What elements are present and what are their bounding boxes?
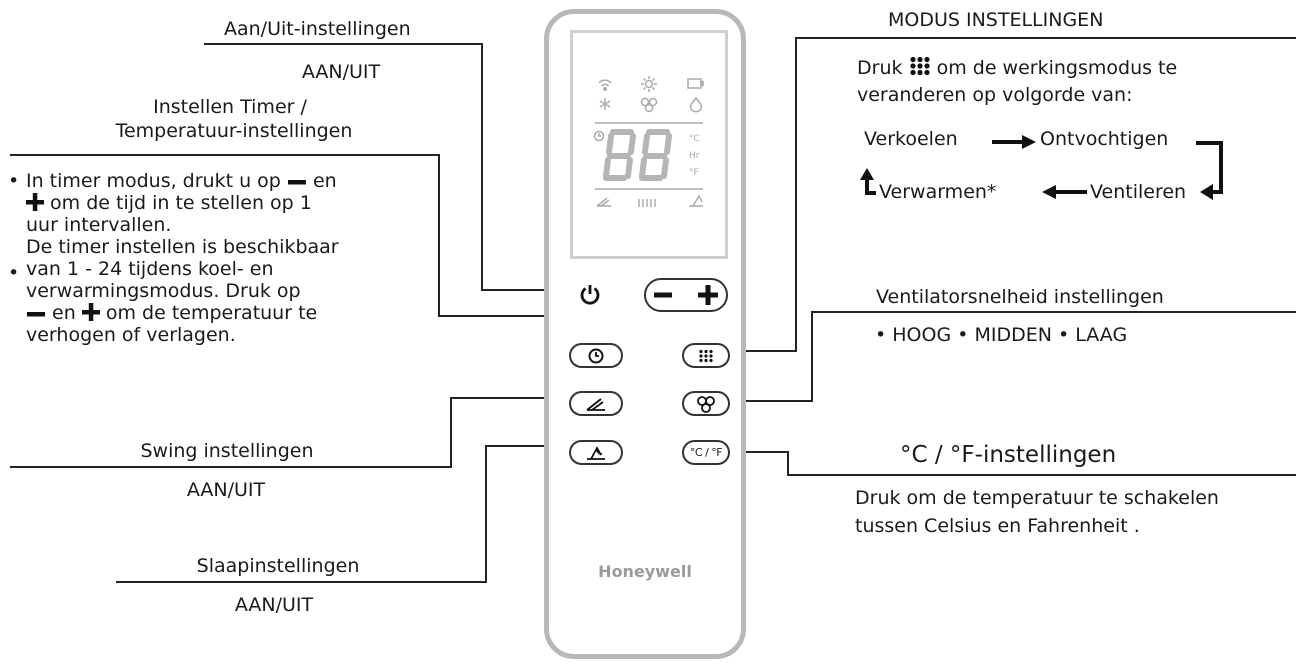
timer-b2-line3: verwarmingsmodus. Druk op [26,280,301,302]
swing-subtitle: AAN/UIT [186,479,266,501]
power-subtitle: AAN/UIT [301,61,381,83]
mode-leader [715,37,1296,352]
mode-grid-icon [909,56,930,76]
temp-unit-desc-line2: tussen Celsius en Fahrenheit . [855,515,1140,537]
clock-icon [588,348,604,363]
sleep-icon [689,194,703,207]
timer-description: In timer modus, drukt u op en om de tijd… [26,170,339,346]
timer-title-line1: Instellen Timer / [153,96,307,118]
wifi-icon [598,79,612,91]
timer-b2-line4-a: en [52,302,76,324]
mode-button[interactable] [682,343,730,368]
minus-icon [27,312,45,317]
svg-text:Hr: Hr [689,151,700,161]
swing-icon [586,397,605,411]
swing-leader [10,397,572,468]
arrow-up-icon [860,168,876,195]
sleep-button[interactable] [569,440,623,465]
mode-fan: Ventileren [1090,181,1187,203]
temp-unit-desc-line1: Druk om de temperatuur te schakelen [855,487,1219,509]
snowflake-icon [599,98,611,110]
power-leader [204,43,582,291]
timer-b1-line3: uur intervallen. [26,214,172,236]
remote-control: °C Hr °F [544,9,746,659]
clock-icon [593,130,605,142]
lcd-display: °C Hr °F [593,76,704,207]
celsius-fahrenheit-label: °C / °F [689,446,723,459]
lcd-screen: °C Hr °F [570,30,728,259]
timer-b2-line2: van 1 - 24 tijdens koel- en [26,258,274,280]
plus-icon [26,193,44,211]
swing-title: Swing instellingen [140,440,314,462]
swing-button[interactable] [569,391,623,416]
bullet-1: • [8,170,20,192]
power-title: Aan/Uit-instellingen [224,18,411,40]
fan-speed-high: HOOG [892,324,952,346]
svg-text:°C: °C [689,134,700,144]
mode-dry: Ontvochtigen [1040,128,1169,150]
arrow-left-icon [1042,185,1087,199]
mode-heat: Verwarmen* [879,181,997,203]
celsius-fahrenheit-button[interactable]: °C / °F [682,440,730,465]
sun-icon [641,76,657,92]
mode-desc-line1: Druk om de werkingsmodus te [857,56,1177,79]
mode-grid-icon [699,349,713,362]
signal-bars-icon [638,199,656,207]
timer-b2-line4-b: om de temperatuur te [105,302,318,324]
mode-desc-line2: veranderen op volgorde van: [857,84,1133,106]
bullet-2: • [8,262,20,284]
droplet-icon [689,96,703,113]
fan-icon [697,395,715,413]
sleep-subtitle: AAN/UIT [234,594,314,616]
plus-icon [698,285,718,305]
fan-speed-low: LAAG [1075,324,1128,346]
minus-plus-button[interactable] [644,278,728,312]
timer-b2-line5: verhogen of verlagen. [26,324,236,346]
digit-segments [603,129,672,181]
minus-icon [654,292,672,298]
timer-b1-line1-b: en [312,170,337,192]
fan-title: Ventilatorsnelheid instellingen [876,286,1164,308]
plus-icon [81,303,100,321]
power-button[interactable] [578,282,602,306]
fan-speed-button[interactable] [682,391,730,416]
svg-text:°F: °F [689,168,699,178]
brand-logo: Honeywell [598,562,692,581]
sleep-leader [116,445,576,583]
temp-unit-leader [738,451,1296,476]
timer-b2-line1: De timer instellen is beschikbaar [26,236,339,258]
power-icon [580,285,600,305]
timer-b1-line1-a: In timer modus, drukt u op [26,170,281,192]
arrow-down-left-icon [1196,141,1223,200]
sleep-icon [587,445,605,460]
timer-b1-line2: om de tijd in te stellen op 1 [50,192,312,214]
mode-title: MODUS INSTELLINGEN [888,9,1104,31]
timer-title-line2: Temperatuur-instellingen [115,120,353,142]
minus-icon [287,180,306,185]
fan-icon [640,97,658,113]
mode-desc-line1-b: om de werkingsmodus te [936,57,1178,79]
sleep-title: Slaapinstellingen [196,555,360,577]
fan-speed-medium: MIDDEN [974,324,1052,346]
mode-desc-line1-a: Druk [857,57,903,79]
temp-unit-title: °C / °F-instellingen [900,442,1117,468]
fan-speeds: • HOOG • MIDDEN • LAAG [875,324,1128,346]
mode-cool: Verkoelen [864,128,958,150]
fan-leader [718,311,1296,402]
battery-icon [687,78,704,89]
timer-button[interactable] [569,343,623,368]
swing-icon [596,197,611,207]
arrow-right-icon [992,135,1036,149]
